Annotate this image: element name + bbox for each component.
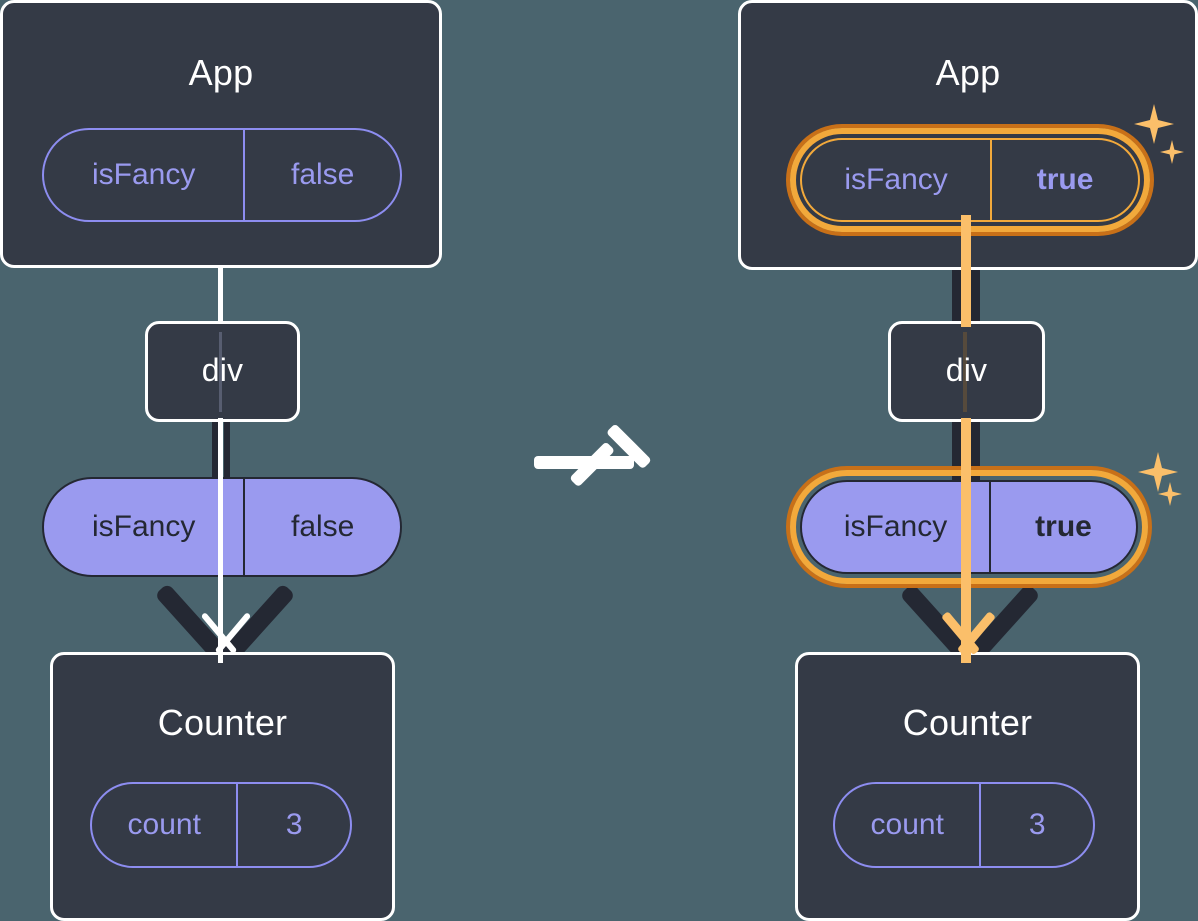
wire-shaft-after-highlight: [961, 418, 971, 663]
counter-title-after: Counter: [902, 702, 1033, 743]
wire-inside-div-after: [963, 332, 967, 412]
arrowhead-orange-after: [932, 611, 1002, 668]
div-title-before: div: [201, 352, 244, 388]
app-title-after: App: [935, 52, 1001, 93]
prop-key-before: isFancy: [92, 510, 196, 543]
prop-value-after: true: [989, 482, 1136, 572]
app-state-value-before: false: [243, 130, 400, 220]
wire-shaft-before: [218, 418, 223, 663]
app-state-pill-before[interactable]: isFancy false: [42, 128, 402, 222]
counter-state-value-before: 3: [236, 784, 350, 866]
arrow-right-icon: [532, 423, 652, 504]
wire-inside-div-before: [219, 332, 222, 412]
div-title-after: div: [945, 352, 988, 388]
wire-div-to-prop-before-2: [224, 418, 230, 482]
sparkle-large-icon-prop-after: [1138, 452, 1178, 492]
div-node-before[interactable]: [145, 321, 300, 422]
sparkle-small-icon-prop-after: [1158, 482, 1182, 506]
app-state-value-after: true: [990, 140, 1138, 220]
app-state-key-before: isFancy: [92, 158, 196, 191]
counter-title-before: Counter: [157, 702, 288, 743]
prop-key-after: isFancy: [843, 510, 948, 543]
prop-value-before: false: [243, 479, 400, 575]
counter-state-key-after: count: [870, 808, 944, 841]
wire-app-to-div-after-highlight: [961, 215, 971, 327]
counter-state-pill-before[interactable]: count 3: [90, 782, 352, 868]
counter-state-key-before: count: [127, 808, 201, 841]
arrowhead-white-before: [190, 612, 260, 668]
app-title-before: App: [188, 52, 254, 93]
counter-node-before[interactable]: [50, 652, 395, 921]
app-state-key-after: isFancy: [844, 163, 948, 196]
wire-div-to-prop-before: [212, 418, 218, 482]
app-state-pill-after[interactable]: isFancy true: [800, 138, 1140, 222]
wire-app-to-div-before: [218, 255, 223, 325]
counter-state-value-after: 3: [979, 784, 1093, 866]
counter-state-pill-after[interactable]: count 3: [833, 782, 1095, 868]
